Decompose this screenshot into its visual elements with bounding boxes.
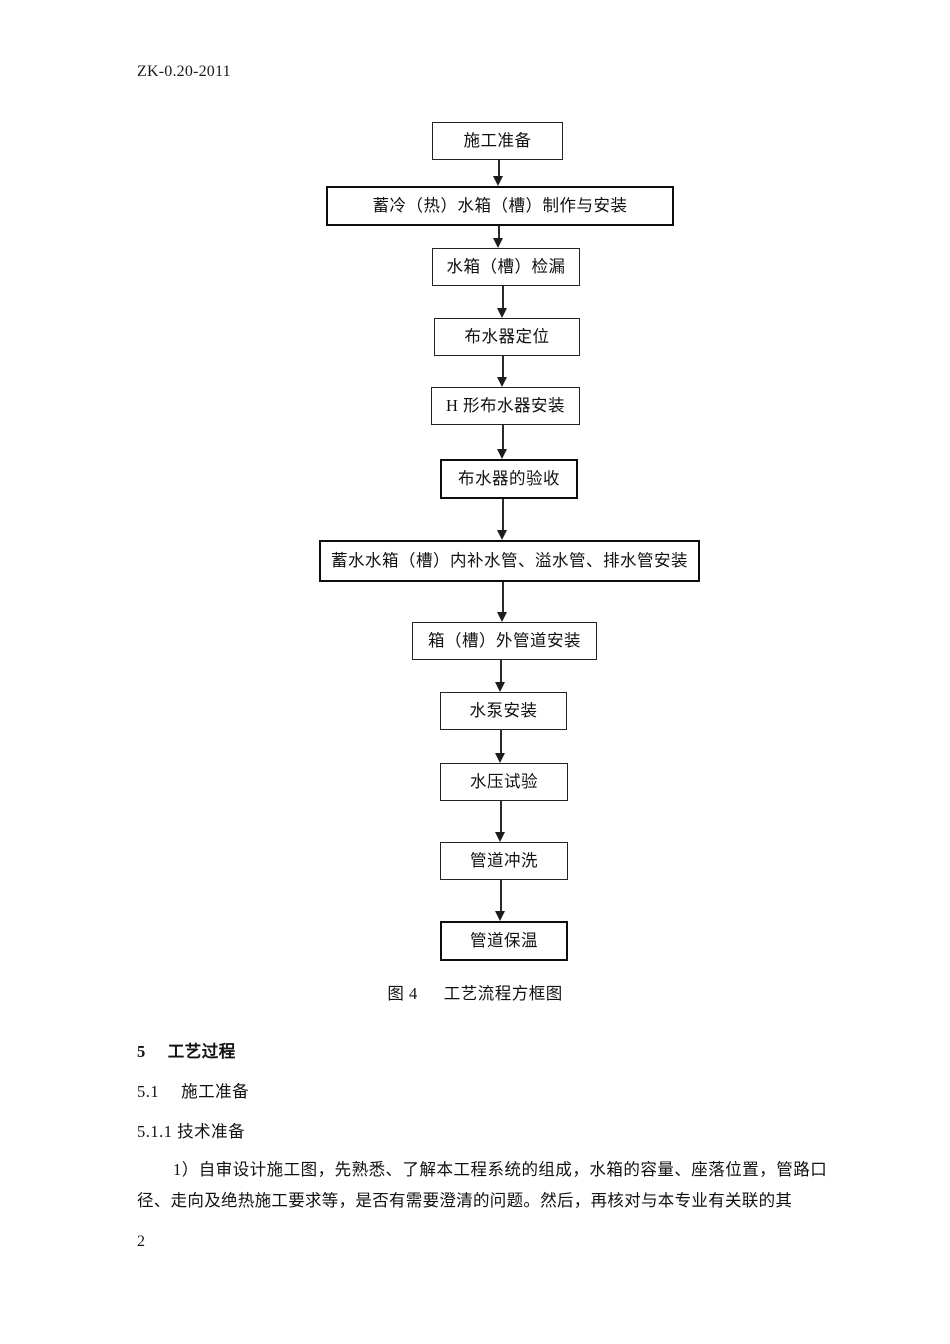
flow-arrow xyxy=(497,356,508,387)
flow-node: 水压试验 xyxy=(440,763,568,801)
flow-node: 水泵安装 xyxy=(440,692,567,730)
figure-caption: 图 4 工艺流程方框图 xyxy=(0,980,950,1004)
flow-arrow xyxy=(495,801,506,842)
heading-level-2: 5.1 施工准备 xyxy=(137,1078,827,1102)
heading-level-3: 5.1.1 技术准备 xyxy=(137,1122,246,1141)
page-number: 2 xyxy=(137,1233,145,1250)
flow-node: 蓄冷（热）水箱（槽）制作与安装 xyxy=(326,186,674,226)
flow-node: 施工准备 xyxy=(432,122,563,160)
flow-arrow xyxy=(497,582,508,622)
heading-level-2-number: 5.1 xyxy=(137,1082,160,1101)
flow-node: 布水器的验收 xyxy=(440,459,578,499)
document-header-code: ZK-0.20-2011 xyxy=(137,63,231,80)
flow-node: 箱（槽）外管道安装 xyxy=(412,622,597,660)
flow-arrow xyxy=(493,226,504,248)
flow-node: 蓄水水箱（槽）内补水管、溢水管、排水管安装 xyxy=(319,540,700,582)
heading-level-1-title: 工艺过程 xyxy=(167,1042,236,1061)
flow-node: 管道保温 xyxy=(440,921,568,961)
heading-level-2-title: 施工准备 xyxy=(181,1082,250,1101)
flow-arrow xyxy=(495,660,506,692)
flow-arrow xyxy=(497,499,508,540)
body-content: 5 工艺过程 5.1 施工准备 5.1.1 技术准备 1）自审设计施工图，先熟悉、了… xyxy=(137,1038,827,1216)
flow-node: 管道冲洗 xyxy=(440,842,568,880)
flow-arrow xyxy=(493,160,504,186)
flow-arrow xyxy=(495,880,506,921)
flow-arrow xyxy=(497,425,508,459)
figure-caption-label: 图 4 xyxy=(387,984,418,1003)
paragraph-technical-preparation: 1）自审设计施工图，先熟悉、了解本工程系统的组成，水箱的容量、座落位置，管路口径… xyxy=(137,1160,827,1210)
process-flow-diagram: 施工准备蓄冷（热）水箱（槽）制作与安装水箱（槽）检漏布水器定位 H 形布水器安装布… xyxy=(0,122,950,1004)
heading-level-1: 5 工艺过程 xyxy=(137,1038,827,1062)
flow-arrow xyxy=(497,286,508,318)
figure-caption-title: 工艺流程方框图 xyxy=(443,984,563,1003)
heading-level-1-number: 5 xyxy=(137,1042,146,1061)
flow-node: 布水器定位 xyxy=(434,318,580,356)
flow-node: H 形布水器安装 xyxy=(431,387,580,425)
flow-node: 水箱（槽）检漏 xyxy=(432,248,580,286)
flow-arrow xyxy=(495,730,506,763)
